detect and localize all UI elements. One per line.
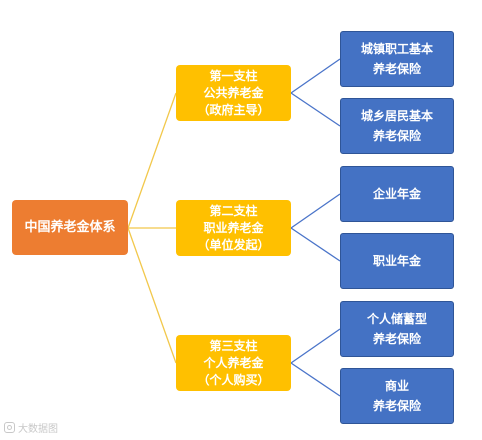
- connector-pillar-3-leaf-1: [290, 328, 341, 364]
- connector-root-pillar-3: [127, 227, 177, 364]
- watermark-logo-icon: [4, 422, 15, 433]
- connector-pillar-2-leaf-2: [290, 227, 341, 262]
- pillar-2-leaf-1-node: 企业年金: [340, 166, 454, 222]
- pillar-2-node: 第二支柱 职业养老金 （单位发起）: [176, 200, 291, 256]
- watermark: 大数据图: [4, 420, 58, 435]
- pillar-3-leaf-2-node: 商业 养老保险: [340, 368, 454, 424]
- pillar-1-node: 第一支柱 公共养老金 （政府主导）: [176, 65, 291, 121]
- watermark-text: 大数据图: [18, 424, 58, 435]
- root-node: 中国养老金体系: [12, 200, 128, 255]
- connector-pillar-2-leaf-1: [290, 193, 341, 229]
- connector-pillar-3-leaf-2: [290, 362, 341, 397]
- pillar-1-leaf-1-node: 城镇职工基本 养老保险: [340, 31, 454, 87]
- connector-pillar-1-leaf-2: [290, 92, 341, 127]
- connector-root-pillar-1: [127, 92, 177, 229]
- pillar-1-leaf-2-node: 城乡居民基本 养老保险: [340, 98, 454, 154]
- pillar-2-leaf-2-node: 职业年金: [340, 233, 454, 289]
- pillar-3-leaf-1-node: 个人储蓄型 养老保险: [340, 301, 454, 357]
- pillar-3-node: 第三支柱 个人养老金 （个人购买）: [176, 335, 291, 391]
- connector-pillar-1-leaf-1: [290, 58, 341, 94]
